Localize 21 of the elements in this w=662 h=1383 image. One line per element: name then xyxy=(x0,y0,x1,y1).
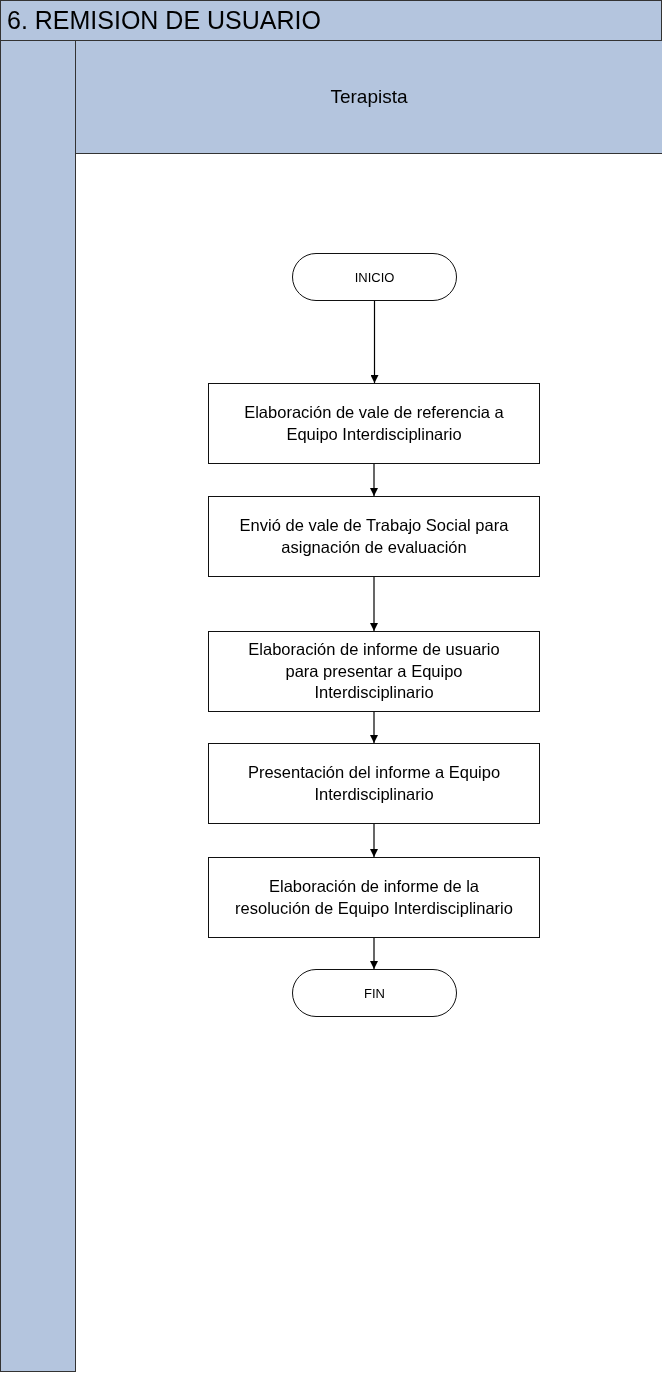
terminator xyxy=(292,969,457,1017)
box-label: Envió de vale de Trabajo Social para asignación de evaluación xyxy=(238,515,510,558)
box-label: Elaboración de informe de usuario para presentar a Equipo Interdisciplinario xyxy=(247,639,501,704)
box-label: Elaboración de informe de la resolución de Equipo Interdisciplinario xyxy=(234,876,514,919)
arrow xyxy=(370,576,378,632)
box-label: Presentación del informe a Equipo Interdisciplinario xyxy=(246,762,502,805)
box-label: Elaboración de vale de referencia a Equipo Interdisciplinario xyxy=(243,402,505,445)
arrow xyxy=(370,823,378,858)
box-label: FIN xyxy=(363,985,386,1001)
process-box xyxy=(208,383,540,464)
arrow xyxy=(370,300,379,384)
arrow xyxy=(370,711,378,744)
arrow xyxy=(370,937,378,970)
box-label: INICIO xyxy=(353,269,396,285)
lane-header: Terapista xyxy=(76,41,662,154)
process-box xyxy=(208,743,540,824)
arrow xyxy=(370,463,378,497)
process-box xyxy=(208,496,540,577)
terminator xyxy=(292,253,457,301)
process-box xyxy=(208,857,540,938)
process-box xyxy=(208,631,540,712)
